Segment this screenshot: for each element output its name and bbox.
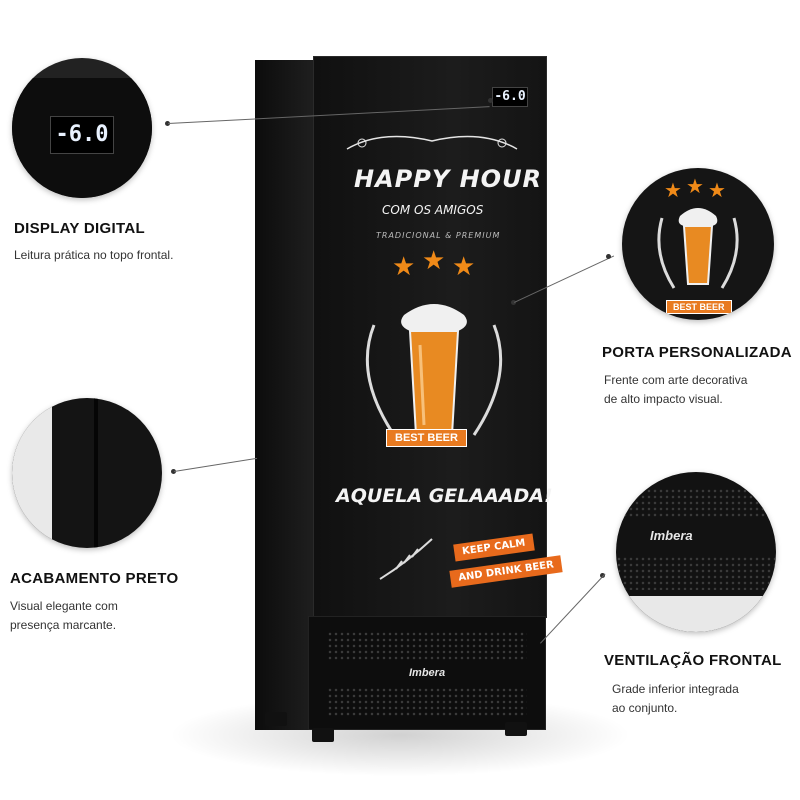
feature-title-display: DISPLAY DIGITAL [14, 220, 145, 237]
ventilation-zoom-circle: Imbera [616, 472, 776, 632]
imbera-logo: Imbera [650, 528, 693, 543]
ventilation-grille [327, 631, 527, 661]
fridge-side-panel [255, 60, 315, 730]
ventilation-grille [616, 556, 776, 590]
fridge-foot [265, 712, 287, 726]
beer-glass-illustration [365, 304, 503, 436]
leader-dot [606, 254, 611, 259]
black-finish-zoom-circle [12, 398, 162, 548]
feature-title-finish: ACABAMENTO PRETO [10, 570, 179, 587]
fridge-door: -6.0 HAPPY HOUR COM OS AMIGOS TRADICIONA… [313, 56, 563, 618]
zoom-temperature-display: -6.0 [50, 116, 114, 154]
best-beer-banner: BEST BEER [386, 429, 467, 447]
art-headline: HAPPY HOUR [354, 165, 543, 193]
feature-desc-door-line2: de alto impacto visual. [604, 392, 723, 406]
star-icon: ★ [708, 180, 726, 202]
keep-calm-ribbon: KEEP CALM [453, 533, 535, 562]
drink-beer-ribbon: AND DRINK BEER [449, 555, 563, 588]
fridge-base: Imbera [308, 616, 546, 730]
star-icon: ★ [686, 176, 704, 198]
wheat-icon [379, 538, 433, 580]
display-zoom-circle: -6.0 [12, 58, 152, 198]
feature-desc-finish-line1: Visual elegante com [10, 599, 118, 613]
leader-line [540, 573, 606, 644]
feature-desc-vent-line1: Grade inferior integrada [612, 682, 739, 696]
feature-desc-vent-line2: ao conjunto. [612, 701, 678, 715]
imbera-logo: Imbera [409, 667, 446, 679]
door-temperature-display: -6.0 [492, 87, 528, 107]
fridge-foot [505, 722, 527, 736]
art-subheadline: COM OS AMIGOS [382, 203, 484, 217]
leader-dot [488, 98, 493, 103]
star-icon: ★ [664, 180, 682, 202]
feature-title-vent: VENTILAÇÃO FRONTAL [604, 652, 782, 669]
leader-dot [165, 121, 170, 126]
door-art-zoom-circle: ★ ★ ★ BEST BEER [622, 168, 774, 320]
feature-desc-finish-line2: presença marcante. [10, 618, 117, 632]
leader-line [174, 457, 258, 472]
best-beer-banner: BEST BEER [666, 300, 732, 314]
feature-desc-display: Leitura prática no topo frontal. [14, 248, 174, 262]
leader-dot [171, 469, 176, 474]
star-icon: ★ [422, 245, 446, 275]
star-icon: ★ [392, 251, 416, 281]
leader-dot [511, 300, 516, 305]
art-slogan: AQUELA GELAAADA! [336, 485, 553, 507]
ventilation-grille [616, 488, 776, 518]
feature-title-door: PORTA PERSONALIZADA [602, 344, 792, 361]
art-tagline: TRADICIONAL & PREMIUM [376, 231, 501, 240]
fridge-foot [312, 728, 334, 742]
flourish-ornament [346, 135, 518, 150]
ventilation-grille [327, 687, 527, 717]
beer-glass-illustration [657, 208, 739, 289]
star-icon: ★ [452, 251, 476, 281]
feature-desc-door-line1: Frente com arte decorativa [604, 373, 748, 387]
